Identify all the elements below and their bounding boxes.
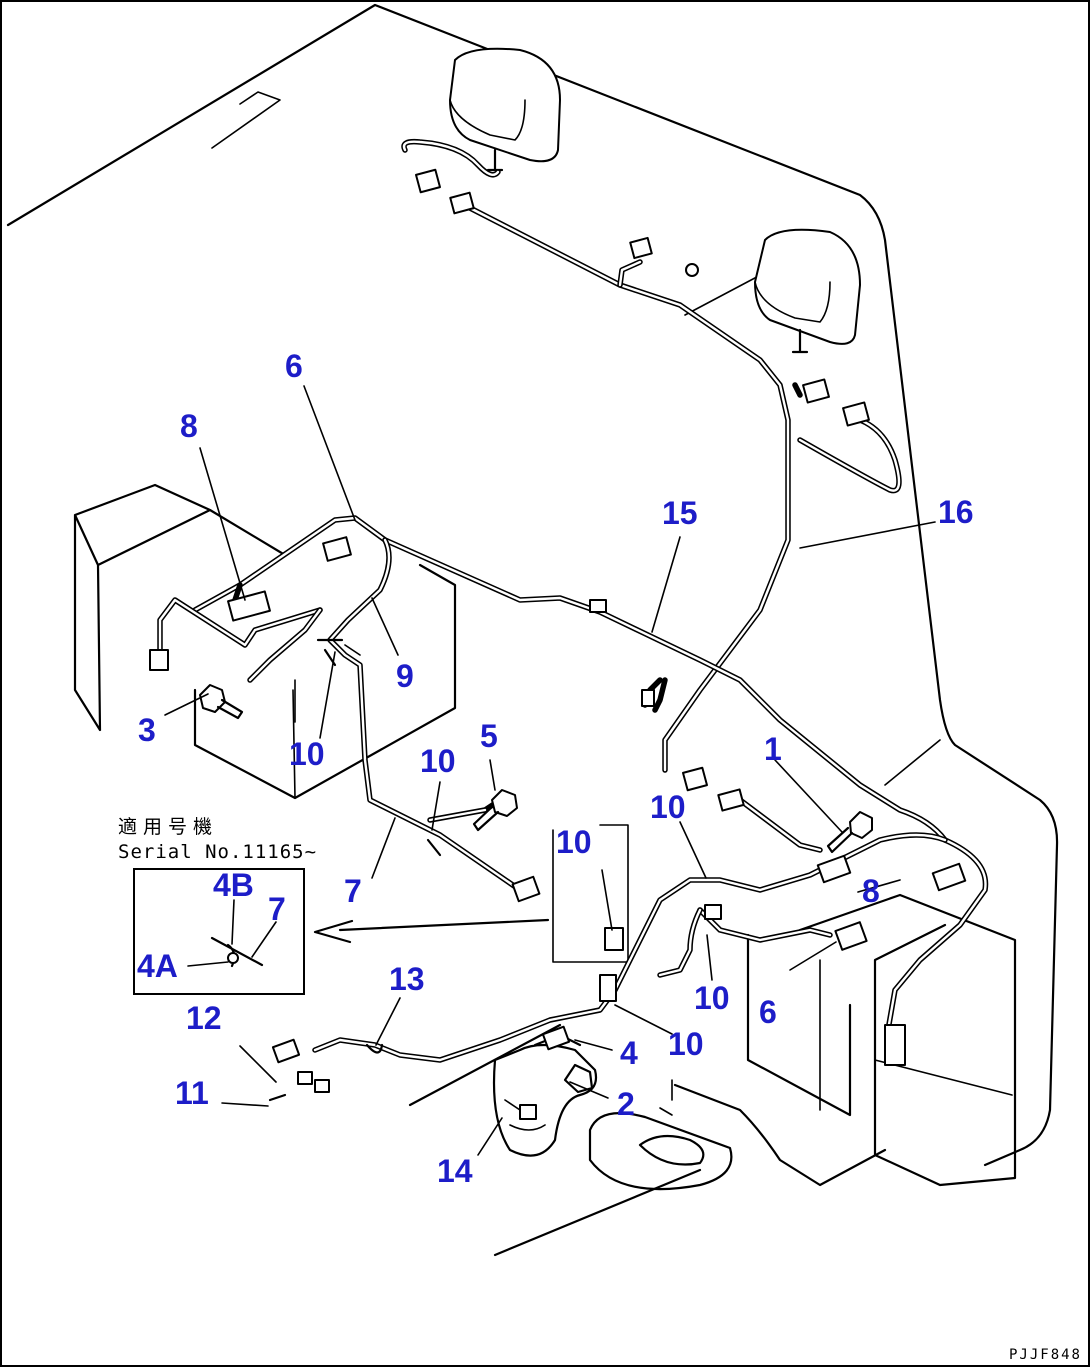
left-battery-box [73, 483, 457, 800]
callout-2: 2 [617, 1086, 635, 1122]
bolt-3 [199, 684, 244, 720]
bolt-5 [472, 789, 518, 832]
callout-15: 15 [662, 495, 698, 531]
callout-3: 3 [138, 712, 156, 748]
detail-arrow [313, 918, 550, 944]
callout-11: 11 [175, 1075, 209, 1111]
callout-9: 9 [396, 658, 414, 694]
leader-lines [164, 385, 936, 1156]
callout-4: 4 [620, 1035, 638, 1071]
starter-detail [504, 1099, 546, 1131]
callout-6-top: 6 [285, 348, 303, 384]
cab-roof-outline [6, 3, 1059, 1167]
callout-6-bottom: 6 [759, 994, 777, 1030]
detail-inset-frame [133, 868, 305, 995]
callout-16: 16 [938, 494, 974, 530]
callout-10-b: 10 [420, 743, 456, 779]
applicability-japanese: 適用号機 [118, 816, 219, 838]
callout-10-c: 10 [650, 789, 686, 825]
callout-14: 14 [437, 1153, 473, 1189]
callout-10-d: 10 [556, 824, 592, 860]
headlight-left [449, 47, 561, 172]
connectors [149, 168, 967, 1120]
cab-rear-edge [884, 739, 941, 786]
inset-label-4a: 4A [137, 948, 178, 984]
inset-label-7: 7 [268, 891, 286, 927]
inset-label-4b: 4B [213, 867, 254, 903]
drawing-code: PJJF848 [1008, 1347, 1082, 1363]
inset-leader-4a [187, 961, 229, 967]
bolt-1 [826, 811, 873, 854]
callout-10-f: 10 [668, 1026, 704, 1062]
headlight-right [754, 228, 861, 354]
callout-13: 13 [389, 961, 425, 997]
base-frame [408, 1023, 887, 1257]
right-box-inner [819, 959, 1013, 1111]
left-box-inner [292, 644, 361, 799]
right-box [746, 893, 1017, 1187]
callout-8-right: 8 [862, 873, 880, 909]
roof-edge-line [211, 91, 281, 149]
callout-10-a: 10 [289, 736, 325, 772]
callout-12: 12 [186, 1000, 222, 1036]
callout-5: 5 [480, 718, 498, 754]
wire-harness [157, 138, 989, 1063]
inset-leader-4b [231, 899, 235, 945]
hook-stem [659, 1079, 673, 1116]
callout-10-e: 10 [694, 980, 730, 1016]
bolt-2 [563, 1063, 594, 1094]
callout-8-left: 8 [180, 408, 198, 444]
callout-1: 1 [764, 731, 782, 767]
inset-clamp-eye [227, 952, 239, 964]
applicability-serial: Serial No.11165~ [118, 841, 318, 863]
inset-leader-7 [251, 921, 277, 958]
tow-hook [588, 1112, 733, 1191]
callout-7: 7 [344, 873, 362, 909]
